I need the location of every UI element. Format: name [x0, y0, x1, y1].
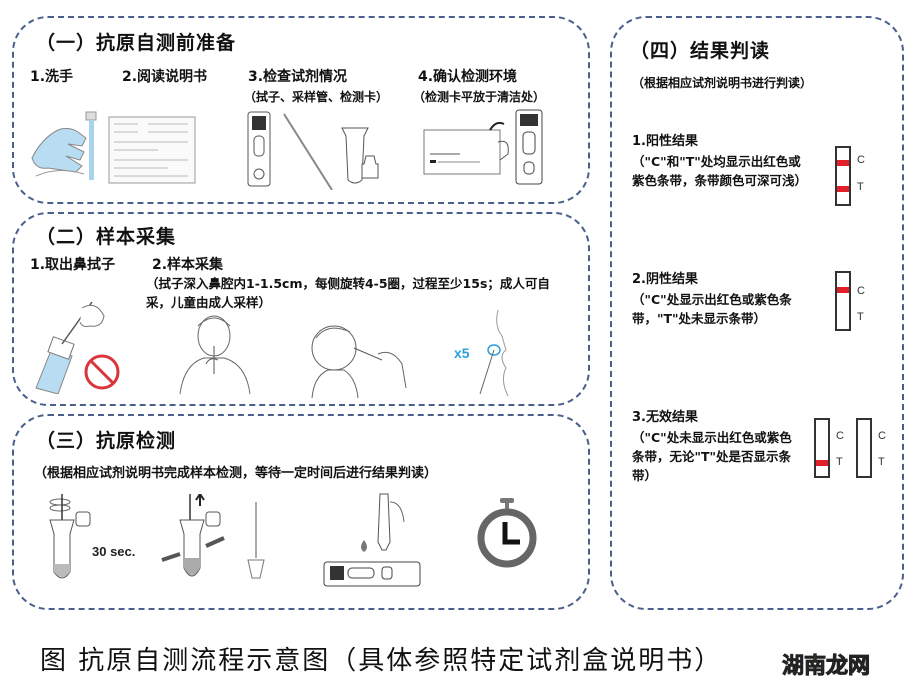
test-strip-invalid-t-only	[814, 418, 830, 478]
result-negative-label: 2.阴性结果	[632, 272, 698, 287]
duration-label: 30 sec.	[92, 544, 135, 559]
child-assisted-sampling-icon	[298, 318, 408, 398]
figure-caption: 图 抗原自测流程示意图（具体参照特定试剂盒说明书）	[40, 646, 723, 676]
test-strip-invalid-none	[856, 418, 872, 478]
test-line	[816, 460, 828, 466]
step-read-manual: 2.阅读说明书	[122, 69, 208, 85]
rotation-count-label: x5	[454, 345, 470, 361]
timer-icon	[476, 498, 538, 570]
squeeze-tube-icon	[160, 494, 270, 584]
control-line	[837, 287, 849, 293]
result-negative-desc: （"C"处显示出红色或紫色条带，"T"处未显示条带）	[632, 292, 792, 326]
test-strip-negative	[835, 271, 851, 331]
result-positive-desc: （"C"和"T"处均显示出红色或紫色条带，条带颜色可深可浅）	[632, 154, 808, 188]
step-sample-collection: 2.样本采集	[152, 257, 224, 273]
panel-sampling	[12, 212, 590, 406]
step-wash-hands: 1.洗手	[30, 69, 74, 85]
watermark-part2: 龙网	[826, 654, 871, 680]
strip-c-label: C	[857, 154, 865, 166]
panel-testing-title: （三）抗原检测	[36, 430, 177, 452]
step-take-swab: 1.取出鼻拭子	[30, 257, 116, 273]
sampling-instructions: （拭子深入鼻腔内1-1.5cm，每侧旋转4-5圈，过程至少15s；成人可自采，儿…	[146, 276, 550, 310]
strip-c-label: C	[878, 430, 886, 442]
hand-washing-icon	[28, 108, 98, 186]
take-out-nasal-swab-icon	[32, 298, 122, 394]
result-invalid-label: 3.无效结果	[632, 410, 698, 425]
test-kit-components-icon	[246, 110, 396, 190]
step-confirm-env-note: （检测卡平放于清洁处）	[413, 90, 546, 104]
strip-t-label: T	[857, 181, 864, 193]
instruction-leaflet-icon	[108, 116, 196, 184]
nostril-rotation-icon: x5	[450, 306, 520, 398]
adult-self-sampling-icon	[176, 310, 256, 396]
strip-t-label: T	[878, 456, 885, 468]
swab-in-tube-rotation-icon: 30 sec.	[40, 494, 190, 584]
strip-c-label: C	[857, 285, 865, 297]
test-card-on-flat-surface-icon	[420, 108, 550, 188]
strip-c-label: C	[836, 430, 844, 442]
step-confirm-env: 4.确认检测环境	[418, 69, 518, 85]
step-check-kit-note: （拭子、采样管、检测卡）	[244, 90, 389, 104]
watermark-logo: 湖南龙网	[782, 648, 871, 680]
panel-preparation-title: （一）抗原自测前准备	[36, 32, 237, 54]
step-check-kit: 3.检查试剂情况	[248, 69, 348, 85]
watermark-part1: 湖南	[782, 654, 827, 680]
panel-results-title: （四）结果判读	[630, 40, 771, 62]
strip-t-label: T	[836, 456, 843, 468]
panel-preparation	[12, 16, 590, 204]
strip-t-label: T	[857, 311, 864, 323]
add-drops-to-test-card-icon	[322, 492, 426, 588]
testing-instructions: （根据相应试剂说明书完成样本检测，等待一定时间后进行结果判读）	[34, 466, 438, 481]
panel-testing	[12, 414, 590, 610]
results-instructions: （根据相应试剂说明书进行判读）	[632, 76, 813, 90]
panel-results	[610, 16, 904, 610]
result-positive-label: 1.阳性结果	[632, 134, 698, 149]
control-line	[837, 160, 849, 166]
test-line	[837, 186, 849, 192]
panel-sampling-title: （二）样本采集	[36, 226, 177, 248]
result-invalid-desc: （"C"处未显示出红色或紫色条带，无论"T"处是否显示条带）	[632, 430, 792, 483]
test-strip-positive	[835, 146, 851, 206]
